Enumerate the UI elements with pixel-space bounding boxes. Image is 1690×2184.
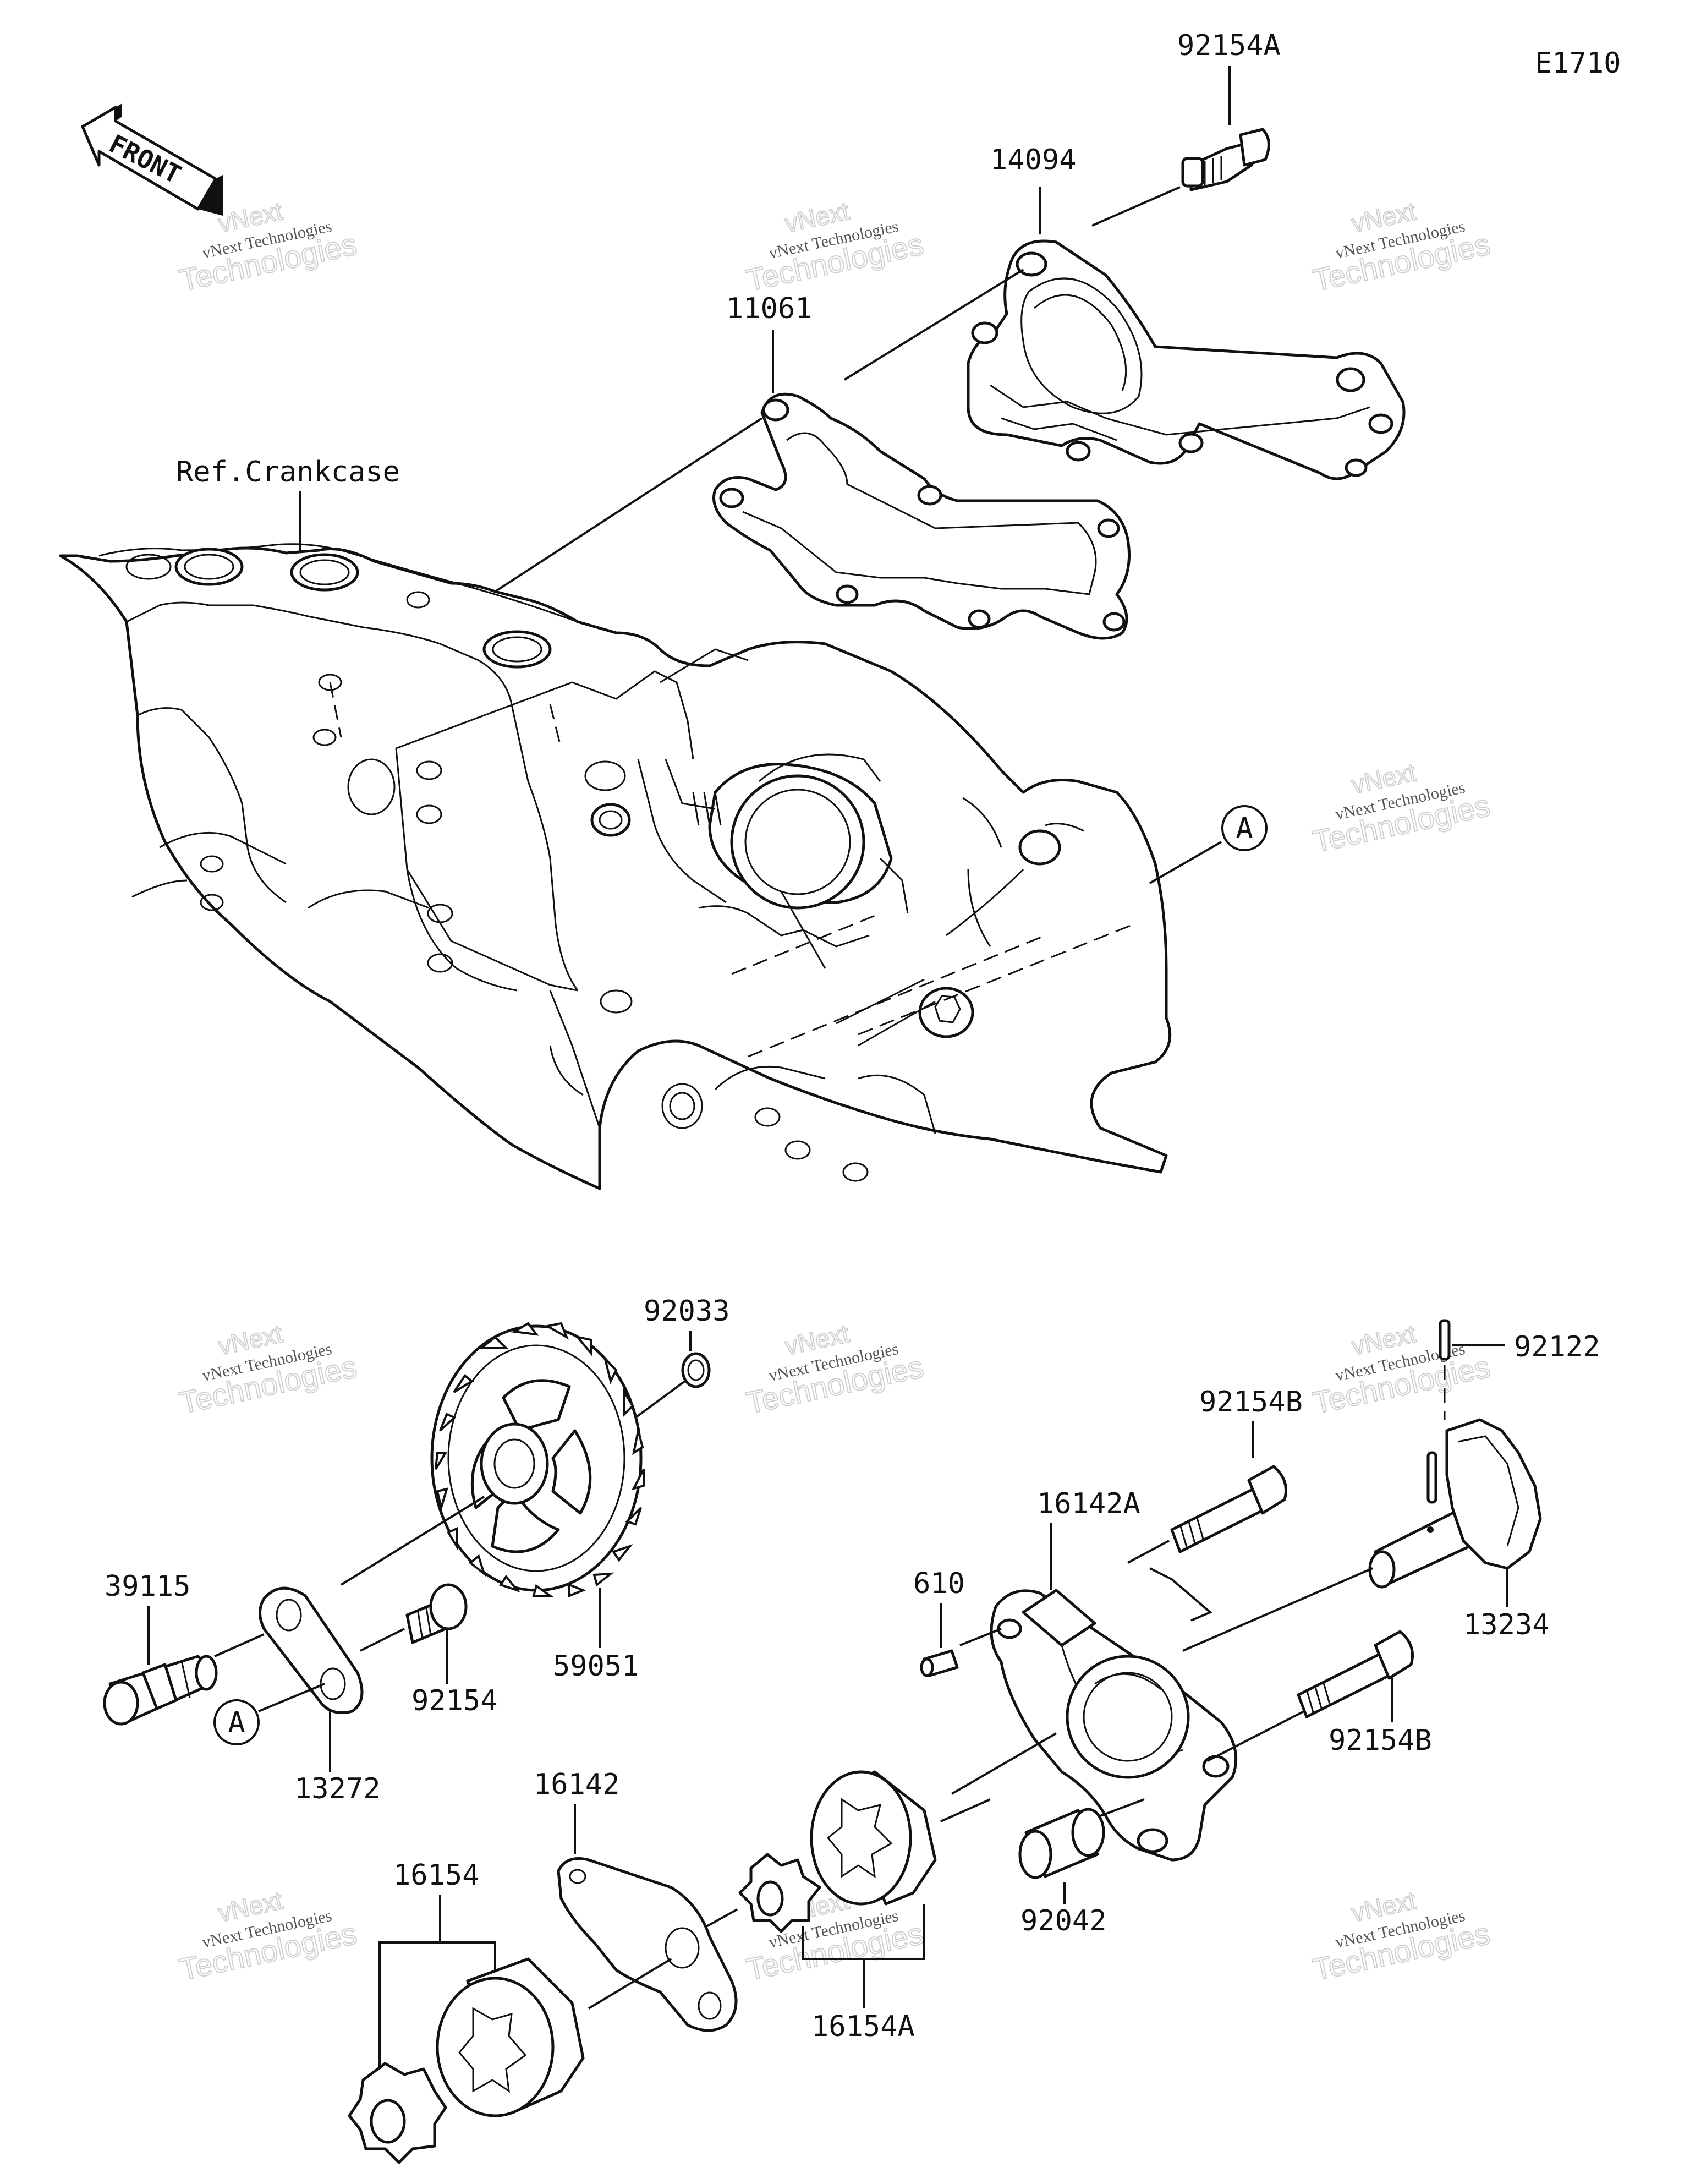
shaft-13234[interactable]	[1368, 1418, 1542, 1589]
plate-13272[interactable]	[259, 1586, 364, 1714]
crankcase-reference	[59, 543, 1172, 1190]
part-label-39115[interactable]: 39115	[105, 1570, 191, 1603]
gasket-11061[interactable]	[712, 392, 1131, 640]
plate-16142[interactable]	[557, 1857, 738, 2032]
pin-92122[interactable]	[1439, 1319, 1451, 1361]
part-label-92042[interactable]: 92042	[1020, 1904, 1107, 1937]
reference-label-crankcase[interactable]: Ref.Crankcase	[176, 456, 400, 489]
gear-59051[interactable]	[430, 1322, 645, 1597]
part-label-92033[interactable]: 92033	[644, 1295, 730, 1328]
part-label-16154a[interactable]: 16154A	[811, 2010, 915, 2043]
bolt-92154a[interactable]	[1181, 128, 1270, 191]
part-label-16142a[interactable]: 16142A	[1037, 1487, 1140, 1520]
part-label-92154[interactable]: 92154	[411, 1684, 498, 1717]
shaft-39115[interactable]	[103, 1655, 218, 1726]
part-label-13234[interactable]: 13234	[1463, 1608, 1550, 1641]
circlip-92033[interactable]	[681, 1352, 711, 1388]
dowel-610[interactable]	[920, 1649, 959, 1677]
part-label-92122[interactable]: 92122	[1514, 1331, 1600, 1364]
callout-a-lower[interactable]: A	[213, 1699, 260, 1745]
part-label-11061[interactable]: 11061	[726, 292, 813, 325]
callout-a-upper[interactable]: A	[1221, 805, 1268, 851]
part-label-92154b-top[interactable]: 92154B	[1199, 1386, 1303, 1419]
pump-cover-14094[interactable]	[967, 239, 1406, 480]
callout-a-lower-label: A	[228, 1706, 245, 1739]
callout-a-upper-label: A	[1236, 812, 1253, 845]
bolt-92154b-top[interactable]	[1170, 1465, 1287, 1553]
part-label-16154[interactable]: 16154	[393, 1859, 480, 1892]
screw-92154[interactable]	[405, 1583, 468, 1644]
part-label-92154a[interactable]: 92154A	[1177, 29, 1281, 62]
part-label-59051[interactable]: 59051	[553, 1650, 639, 1683]
collar-92042[interactable]	[1018, 1808, 1105, 1879]
diagram-code: E1710	[1535, 47, 1621, 80]
pump-body-16142a[interactable]	[990, 1589, 1238, 1862]
outer-rotor-16154a[interactable]	[810, 1770, 937, 1906]
bolt-92154b-bottom[interactable]	[1297, 1630, 1414, 1718]
inner-rotor-16154[interactable]	[348, 2062, 447, 2164]
part-label-92154b-bottom[interactable]: 92154B	[1329, 1724, 1432, 1757]
part-label-610[interactable]: 610	[913, 1567, 965, 1600]
part-label-13272[interactable]: 13272	[294, 1772, 381, 1805]
front-arrow-icon: FRONT	[81, 103, 223, 216]
part-label-16142[interactable]: 16142	[534, 1768, 620, 1801]
outer-rotor-16154[interactable]	[436, 1957, 585, 2117]
inner-rotor-16154a[interactable]	[738, 1853, 821, 1933]
part-label-14094[interactable]: 14094	[990, 144, 1077, 177]
